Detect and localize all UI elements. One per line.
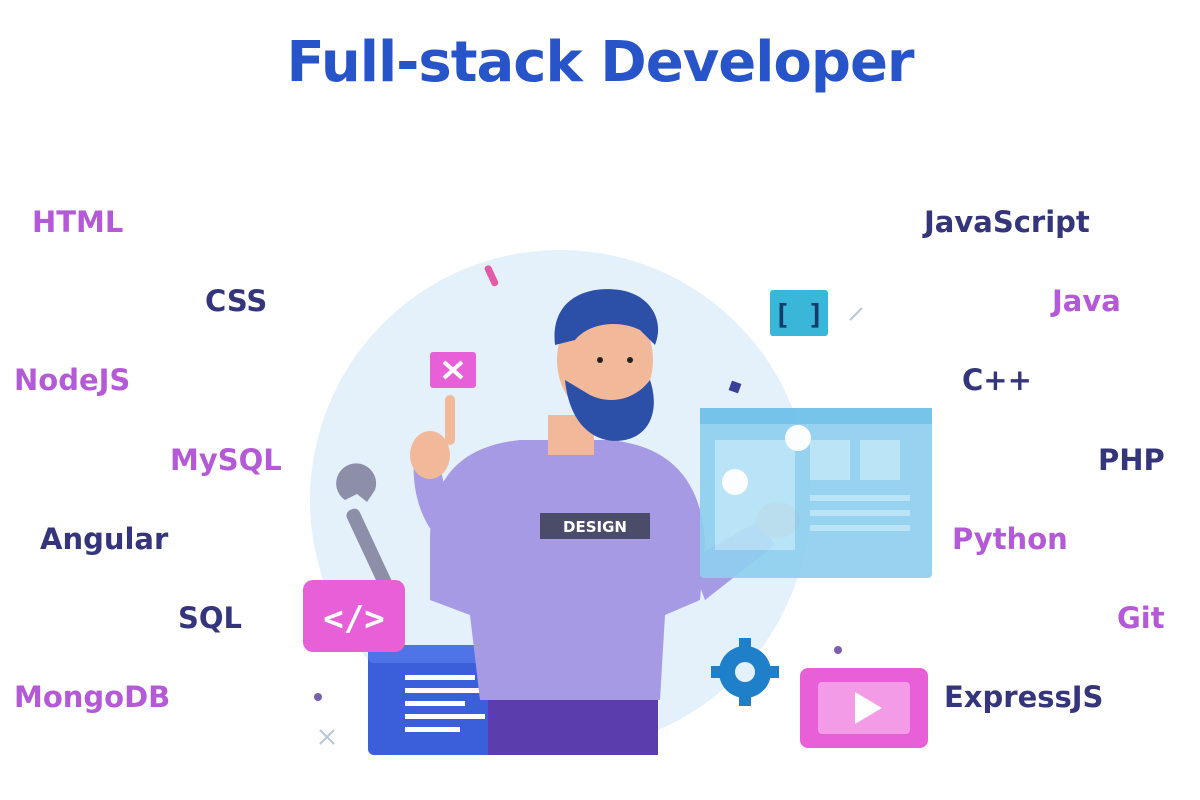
skill-nodejs: NodeJS	[14, 363, 131, 397]
skill-php: PHP	[1098, 443, 1165, 477]
floating-screen	[700, 408, 932, 578]
x-mark-icon	[319, 729, 335, 745]
skill-angular: Angular	[40, 522, 169, 556]
wrench-icon	[336, 463, 398, 602]
confetti-dot-2	[834, 646, 842, 654]
skill-sql: SQL	[178, 601, 243, 635]
skill-mysql: MySQL	[170, 443, 282, 477]
svg-text:</>: </>	[323, 599, 384, 639]
square-brackets-icon: [ ]	[770, 290, 828, 336]
skill-javascript: JavaScript	[924, 205, 1090, 239]
code-brackets-icon: </>	[303, 580, 405, 652]
skill-python: Python	[952, 522, 1068, 556]
skill-cpp: C++	[962, 363, 1032, 397]
gear-icon	[711, 638, 779, 706]
shirt-label: DESIGN	[563, 518, 627, 536]
close-icon	[430, 352, 476, 388]
skill-css: CSS	[205, 284, 268, 318]
skill-expressjs: ExpressJS	[944, 680, 1104, 714]
confetti-dot	[314, 693, 322, 701]
skill-mongodb: MongoDB	[14, 680, 171, 714]
confetti-pink	[484, 265, 499, 287]
svg-text:[ ]: [ ]	[774, 298, 825, 331]
skill-git: Git	[1117, 601, 1165, 635]
skill-java: Java	[1052, 284, 1121, 318]
confetti-navy	[728, 380, 742, 394]
confetti-line	[849, 307, 863, 321]
skill-html: HTML	[32, 205, 124, 239]
play-icon	[800, 668, 928, 748]
page-title: Full-stack Developer	[286, 30, 914, 95]
